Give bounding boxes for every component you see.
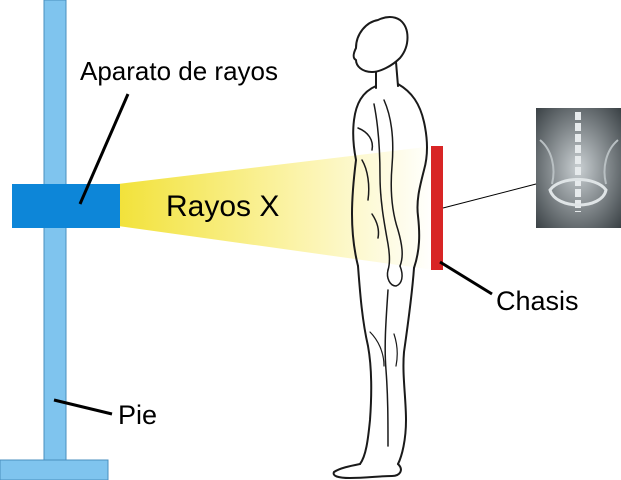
chasis-leader-line xyxy=(439,260,493,296)
stand-pole xyxy=(43,0,67,463)
chasis-plate xyxy=(431,146,443,270)
rayos-x-label: Rayos X xyxy=(166,190,279,223)
pie-label: Pie xyxy=(118,400,157,430)
aparato-label: Aparato de rayos xyxy=(80,56,278,86)
chasis-label: Chasis xyxy=(496,286,579,316)
pie-leader-line xyxy=(53,398,113,416)
aparato-leader-line xyxy=(78,93,130,205)
human-figure xyxy=(332,16,428,479)
radiograph-image xyxy=(536,108,621,228)
xray-unit xyxy=(12,184,120,228)
stand xyxy=(0,0,109,480)
chasis-to-image-line xyxy=(442,183,537,209)
stand-base xyxy=(0,459,109,480)
